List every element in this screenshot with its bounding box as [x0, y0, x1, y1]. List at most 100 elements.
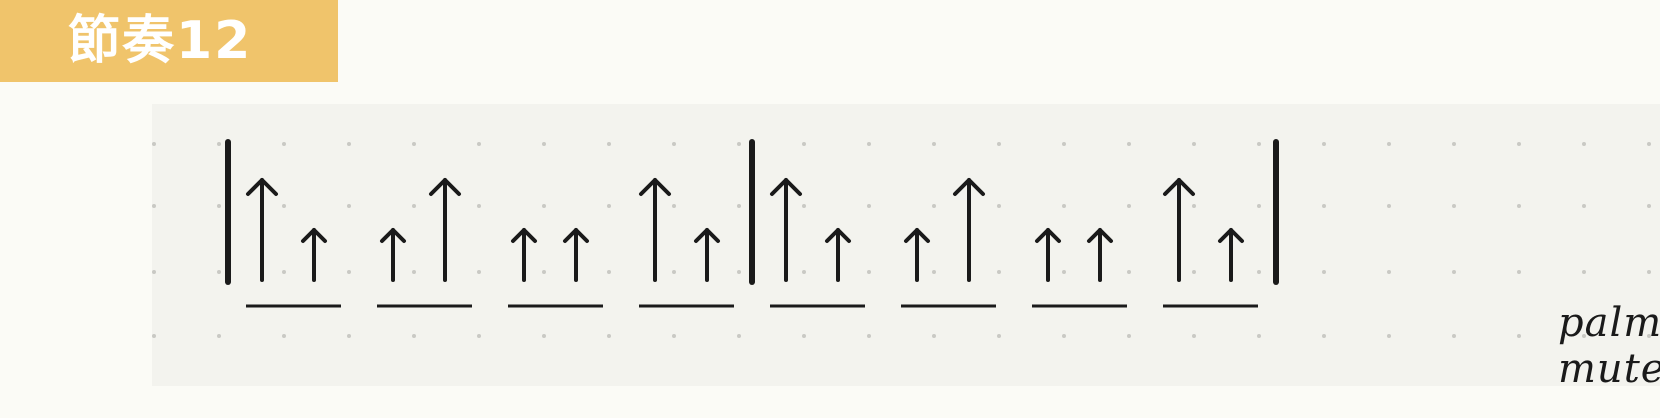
grid-dot [1257, 142, 1261, 146]
strum-arrow-head [1218, 228, 1244, 243]
grid-dot [867, 204, 871, 208]
grid-dot [1387, 334, 1391, 338]
grid-dot [737, 204, 741, 208]
grid-dot [1387, 270, 1391, 274]
grid-dot [282, 334, 286, 338]
grid-dot [542, 334, 546, 338]
grid-dot [932, 334, 936, 338]
grid-dot [282, 270, 286, 274]
grid-dot [1582, 334, 1586, 338]
strum-arrow-head [380, 228, 406, 243]
grid-dot [152, 204, 156, 208]
grid-dot [867, 334, 871, 338]
grid-dot [477, 334, 481, 338]
page-title: 節奏12 [68, 11, 253, 71]
grid-dot [1322, 270, 1326, 274]
grid-dot [1647, 270, 1651, 274]
strum-arrow-head [1035, 228, 1061, 243]
grid-dot [1517, 204, 1521, 208]
grid-dot [412, 270, 416, 274]
grid-dot [1582, 204, 1586, 208]
grid-dot [1127, 270, 1131, 274]
grid-dot [347, 270, 351, 274]
grid-dot [737, 142, 741, 146]
strum-arrow-head [694, 228, 720, 243]
grid-dot [672, 270, 676, 274]
grid-dot [477, 270, 481, 274]
grid-dot [1062, 204, 1066, 208]
grid-dot [477, 142, 481, 146]
grid-dot [997, 334, 1001, 338]
grid-dot [1322, 204, 1326, 208]
grid-dot [542, 142, 546, 146]
strum-arrow-head [246, 178, 278, 196]
grid-dot [412, 204, 416, 208]
grid-dot [1257, 270, 1261, 274]
strum-arrow-head [429, 178, 461, 196]
grid-dot [1452, 142, 1456, 146]
grid-dot [282, 142, 286, 146]
grid-dot [607, 334, 611, 338]
strum-arrow-head [511, 228, 537, 243]
grid-dot [1257, 334, 1261, 338]
grid-dot [1127, 204, 1131, 208]
grid-dot [1647, 334, 1651, 338]
grid-dot [1192, 204, 1196, 208]
strum-arrow-head [825, 228, 851, 243]
grid-dot [932, 204, 936, 208]
grid-dot [1387, 142, 1391, 146]
grid-dot [997, 270, 1001, 274]
grid-dot [1452, 270, 1456, 274]
grid-dot [412, 142, 416, 146]
strum-arrow-head [953, 178, 985, 196]
grid-dot [347, 334, 351, 338]
grid-dot [1647, 204, 1651, 208]
grid-dot [1517, 270, 1521, 274]
grid-dot [997, 204, 1001, 208]
grid-dot [997, 142, 1001, 146]
grid-dot [1452, 334, 1456, 338]
notation-sheet: palm mute [152, 104, 1660, 392]
grid-dot [477, 204, 481, 208]
grid-dot [217, 270, 221, 274]
grid-dot [542, 204, 546, 208]
strum-arrow-head [563, 228, 589, 243]
strum-notation [152, 139, 1651, 338]
grid-dot [1452, 204, 1456, 208]
grid-dot [217, 142, 221, 146]
grid-dot [217, 204, 221, 208]
grid-dot [1517, 334, 1521, 338]
grid-dot [1192, 270, 1196, 274]
palm-mute-annotation: palm mute [1558, 300, 1660, 392]
grid-dot [672, 142, 676, 146]
grid-dot [152, 334, 156, 338]
grid-dot [867, 270, 871, 274]
grid-dot [737, 270, 741, 274]
grid-dot [802, 270, 806, 274]
grid-dot [1062, 142, 1066, 146]
grid-dot [152, 270, 156, 274]
grid-dot [802, 204, 806, 208]
grid-dot [347, 142, 351, 146]
grid-dot [867, 142, 871, 146]
grid-dot [737, 334, 741, 338]
grid-dot [542, 270, 546, 274]
grid-dot [1322, 334, 1326, 338]
strum-arrow-head [639, 178, 671, 196]
grid-dot [932, 270, 936, 274]
strum-arrow-head [1087, 228, 1113, 243]
grid-dot [1192, 334, 1196, 338]
grid-dot [1062, 270, 1066, 274]
grid-dot [1257, 204, 1261, 208]
grid-dot [1322, 142, 1326, 146]
strum-arrow-head [301, 228, 327, 243]
grid-dot [412, 334, 416, 338]
grid-dot [152, 142, 156, 146]
grid-dot [217, 334, 221, 338]
grid-dot [1582, 270, 1586, 274]
strum-arrow-head [904, 228, 930, 243]
title-badge: 節奏12 [0, 0, 338, 82]
strum-arrow-head [1163, 178, 1195, 196]
strum-arrow-head [770, 178, 802, 196]
grid-dot [672, 334, 676, 338]
